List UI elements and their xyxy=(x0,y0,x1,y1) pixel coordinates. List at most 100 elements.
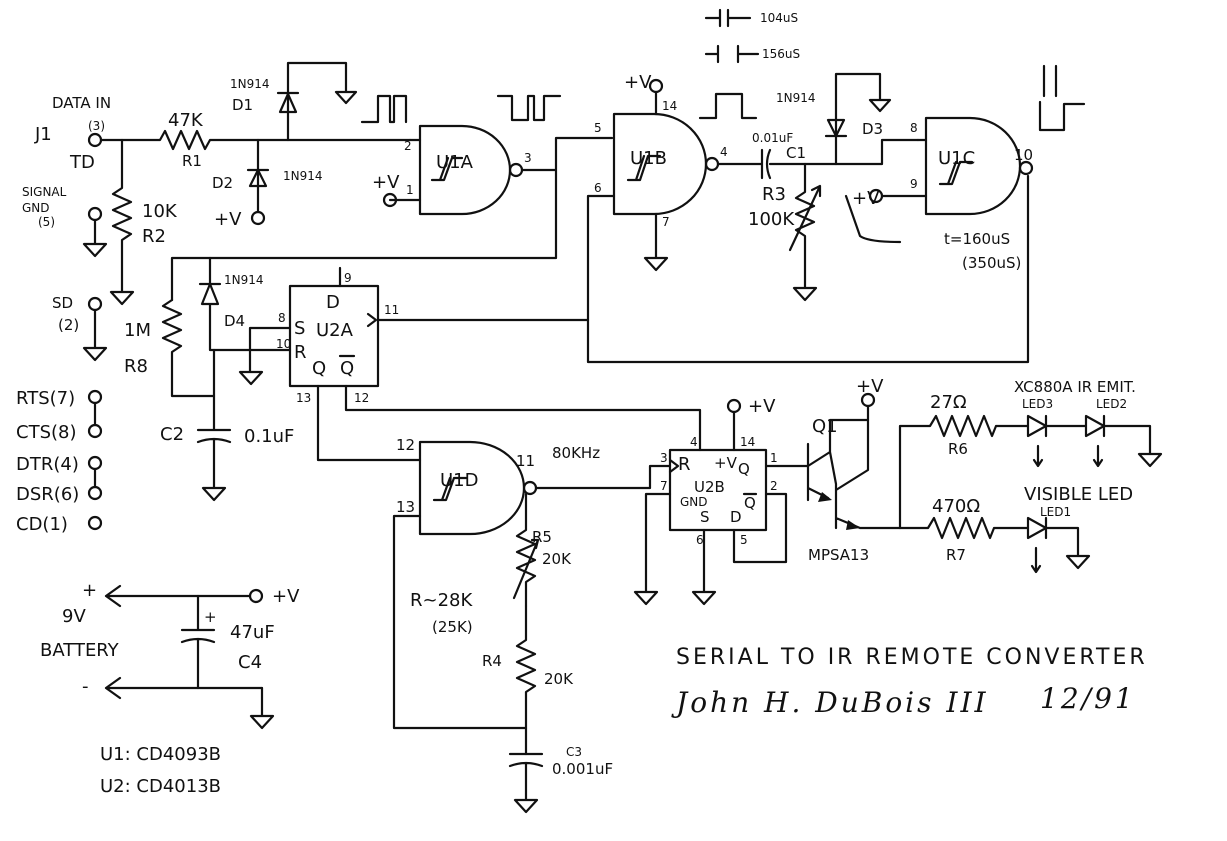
u1a-output-bubble xyxy=(508,162,524,178)
u1c-pin8: 8 xyxy=(910,121,918,135)
u1c-vplus-terminal xyxy=(868,188,884,204)
dsr-label: DSR(6) xyxy=(16,484,79,505)
battery-wires xyxy=(104,584,264,700)
r4-value: 20K xyxy=(544,670,574,688)
transistor-q1: Q1 +V MPSA13 xyxy=(806,376,902,564)
u1a-schmitt-icon xyxy=(430,156,464,182)
flipflop-u2a: D S R U2A Q Q 9 8 10 11 13 12 xyxy=(276,266,590,405)
led3-label: LED3 xyxy=(1022,397,1053,411)
gate-u1b: U1B +V 5 6 4 14 7 xyxy=(594,72,728,272)
u1d-label: U1D xyxy=(440,470,479,491)
d1-label: D1 xyxy=(232,96,253,114)
gnd-terminal[interactable] xyxy=(87,206,103,222)
u1a-vplus-label: +V xyxy=(372,172,400,193)
c2-value: 0.1uF xyxy=(244,426,294,447)
u2b-pin1: 1 xyxy=(770,451,778,465)
u2a-q-label: Q xyxy=(312,358,326,379)
r2-resistor xyxy=(109,138,135,306)
r2-value: 10K xyxy=(142,201,178,222)
u1a-output-net xyxy=(170,136,614,302)
u2b-pin7: 7 xyxy=(660,479,668,493)
battery-plus: + xyxy=(82,580,97,601)
dtr-terminal[interactable] xyxy=(87,455,103,471)
u1a-pin3: 3 xyxy=(524,151,532,165)
battery-section: + 9V BATTERY - +V + 47uF C4 xyxy=(40,580,300,730)
u2b-body xyxy=(668,448,768,532)
battery-vplus-terminal[interactable] xyxy=(248,588,264,604)
u1b-output-bubble xyxy=(704,156,720,172)
u2b-set-ground xyxy=(691,528,717,606)
r7-resistor xyxy=(898,516,1030,540)
c4-plus: + xyxy=(204,608,217,626)
sd-ground-symbol xyxy=(82,308,108,362)
u1b-pin4: 4 xyxy=(720,145,728,159)
ir-led-emission-arrows xyxy=(1032,444,1104,468)
visible-led-label: VISIBLE LED xyxy=(1024,484,1133,505)
dsr-terminal[interactable] xyxy=(87,485,103,501)
td-pin-label: (3) xyxy=(88,119,105,133)
u2b-pin3: 3 xyxy=(660,451,668,465)
rts-terminal[interactable] xyxy=(87,389,103,405)
battery-voltage: 9V xyxy=(62,606,86,627)
led1-label: LED1 xyxy=(1040,505,1071,519)
u2b-vplus-inner: +V xyxy=(714,454,738,472)
c3-capacitor xyxy=(508,752,544,814)
r-note: R~28K xyxy=(410,590,473,611)
u2b-d-to-qbar xyxy=(732,492,788,564)
c1-rc-decay-waveform xyxy=(844,194,902,244)
d3-label: D3 xyxy=(862,120,883,138)
u2a-pin9: 9 xyxy=(344,271,352,285)
cts-label: CTS(8) xyxy=(16,422,77,443)
td-terminal[interactable] xyxy=(87,132,103,148)
q1-vplus-label: +V xyxy=(856,376,884,397)
d3-diode xyxy=(824,118,848,138)
u1c-label: U1C xyxy=(938,148,975,169)
r4-resistor xyxy=(515,604,537,756)
flipflop-u2b: R +V U2B Q GND S D Q +V 4 14 3 1 7 6 5 2 xyxy=(633,396,810,606)
d2-diode xyxy=(246,168,270,188)
u1d-output-net xyxy=(534,464,672,490)
u1a-vplus-terminal xyxy=(382,192,398,208)
r5-resistor xyxy=(512,492,540,608)
schematic-author: John H. DuBois III xyxy=(671,686,989,719)
u1c-input-wires xyxy=(880,138,928,198)
r6-label: R6 xyxy=(948,440,968,458)
u2a-pin13: 13 xyxy=(296,391,311,405)
r1-value: 47K xyxy=(168,110,204,131)
ir-leds xyxy=(1026,414,1163,468)
visible-led xyxy=(1026,516,1091,570)
u1d-pin12: 12 xyxy=(396,436,415,454)
input-waveform xyxy=(360,94,408,124)
u2b-label: U2B xyxy=(694,478,725,496)
u2b-d-label: D xyxy=(730,508,742,526)
battery-vplus-label: +V xyxy=(272,586,300,607)
d1-type: 1N914 xyxy=(230,77,270,91)
cd-terminal[interactable] xyxy=(87,515,103,531)
r3-resistor xyxy=(792,162,818,302)
c1-value: 0.01uF xyxy=(752,131,793,145)
c3-label: C3 xyxy=(566,745,582,759)
q1-darlington xyxy=(806,418,902,530)
r8-value: 1M xyxy=(124,320,151,341)
signal-label: SIGNAL xyxy=(22,185,67,199)
d2-type: 1N914 xyxy=(283,169,323,183)
gate-u1a: U1A +V 2 1 3 xyxy=(372,124,532,216)
u1a-output-waveform xyxy=(496,94,562,122)
u2a-body xyxy=(288,284,380,388)
u2b-qbar-label: Q xyxy=(744,494,756,512)
u1d-pin13: 13 xyxy=(396,498,415,516)
u1c-schmitt-icon xyxy=(938,160,974,186)
u1a-label: U1A xyxy=(436,152,474,173)
sd-terminal[interactable] xyxy=(87,296,103,312)
cd-label: CD(1) xyxy=(16,514,68,535)
r1-label: R1 xyxy=(182,152,202,170)
u2a-r-label: R xyxy=(294,342,307,363)
r6-value: 27Ω xyxy=(930,392,967,413)
u1b-gnd xyxy=(643,212,669,272)
d1-ground-wire xyxy=(286,61,358,142)
r6-resistor xyxy=(898,414,1030,530)
cts-terminal[interactable] xyxy=(87,423,103,439)
u2b-gnd-label: GND xyxy=(680,495,708,509)
